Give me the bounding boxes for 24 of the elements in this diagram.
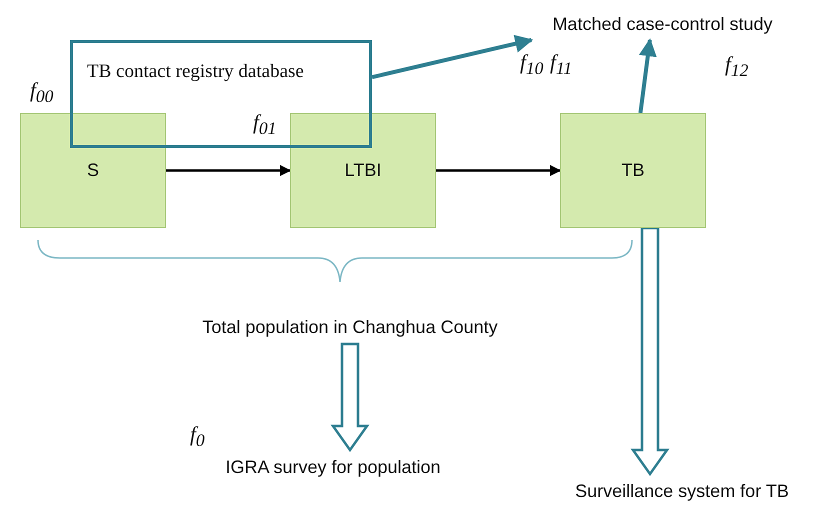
state-label: TB (621, 160, 644, 181)
arrow (166, 164, 292, 176)
node-text: Surveillance system for TB (575, 480, 789, 502)
variable-label: f$_{11}$ (550, 50, 572, 80)
node-text: Matched case-control study (552, 14, 773, 34)
state-label: LTBI (344, 160, 382, 181)
state-box (20, 113, 166, 228)
state-label: S (86, 160, 99, 181)
hollow-arrow (630, 226, 670, 476)
node-text: IGRA survey for population (225, 456, 441, 478)
hollow-arrow (330, 342, 370, 452)
arrow (638, 38, 657, 114)
state-box (560, 113, 706, 228)
registry-box (70, 40, 372, 148)
variable-label: f$_{00}$ (30, 78, 54, 108)
box-title: TB contact registry database (87, 61, 304, 83)
node-text: Total population in Changhua County (202, 316, 498, 338)
arrow (436, 164, 562, 176)
variable-label: f$_{10}$ (520, 50, 544, 80)
variable-label: f$_{01}$ (253, 110, 276, 140)
arrow (372, 34, 534, 80)
variable-label: f$_{0}$ (190, 422, 205, 452)
variable-label: f$_{12}$ (725, 52, 748, 82)
state-box (290, 113, 436, 228)
